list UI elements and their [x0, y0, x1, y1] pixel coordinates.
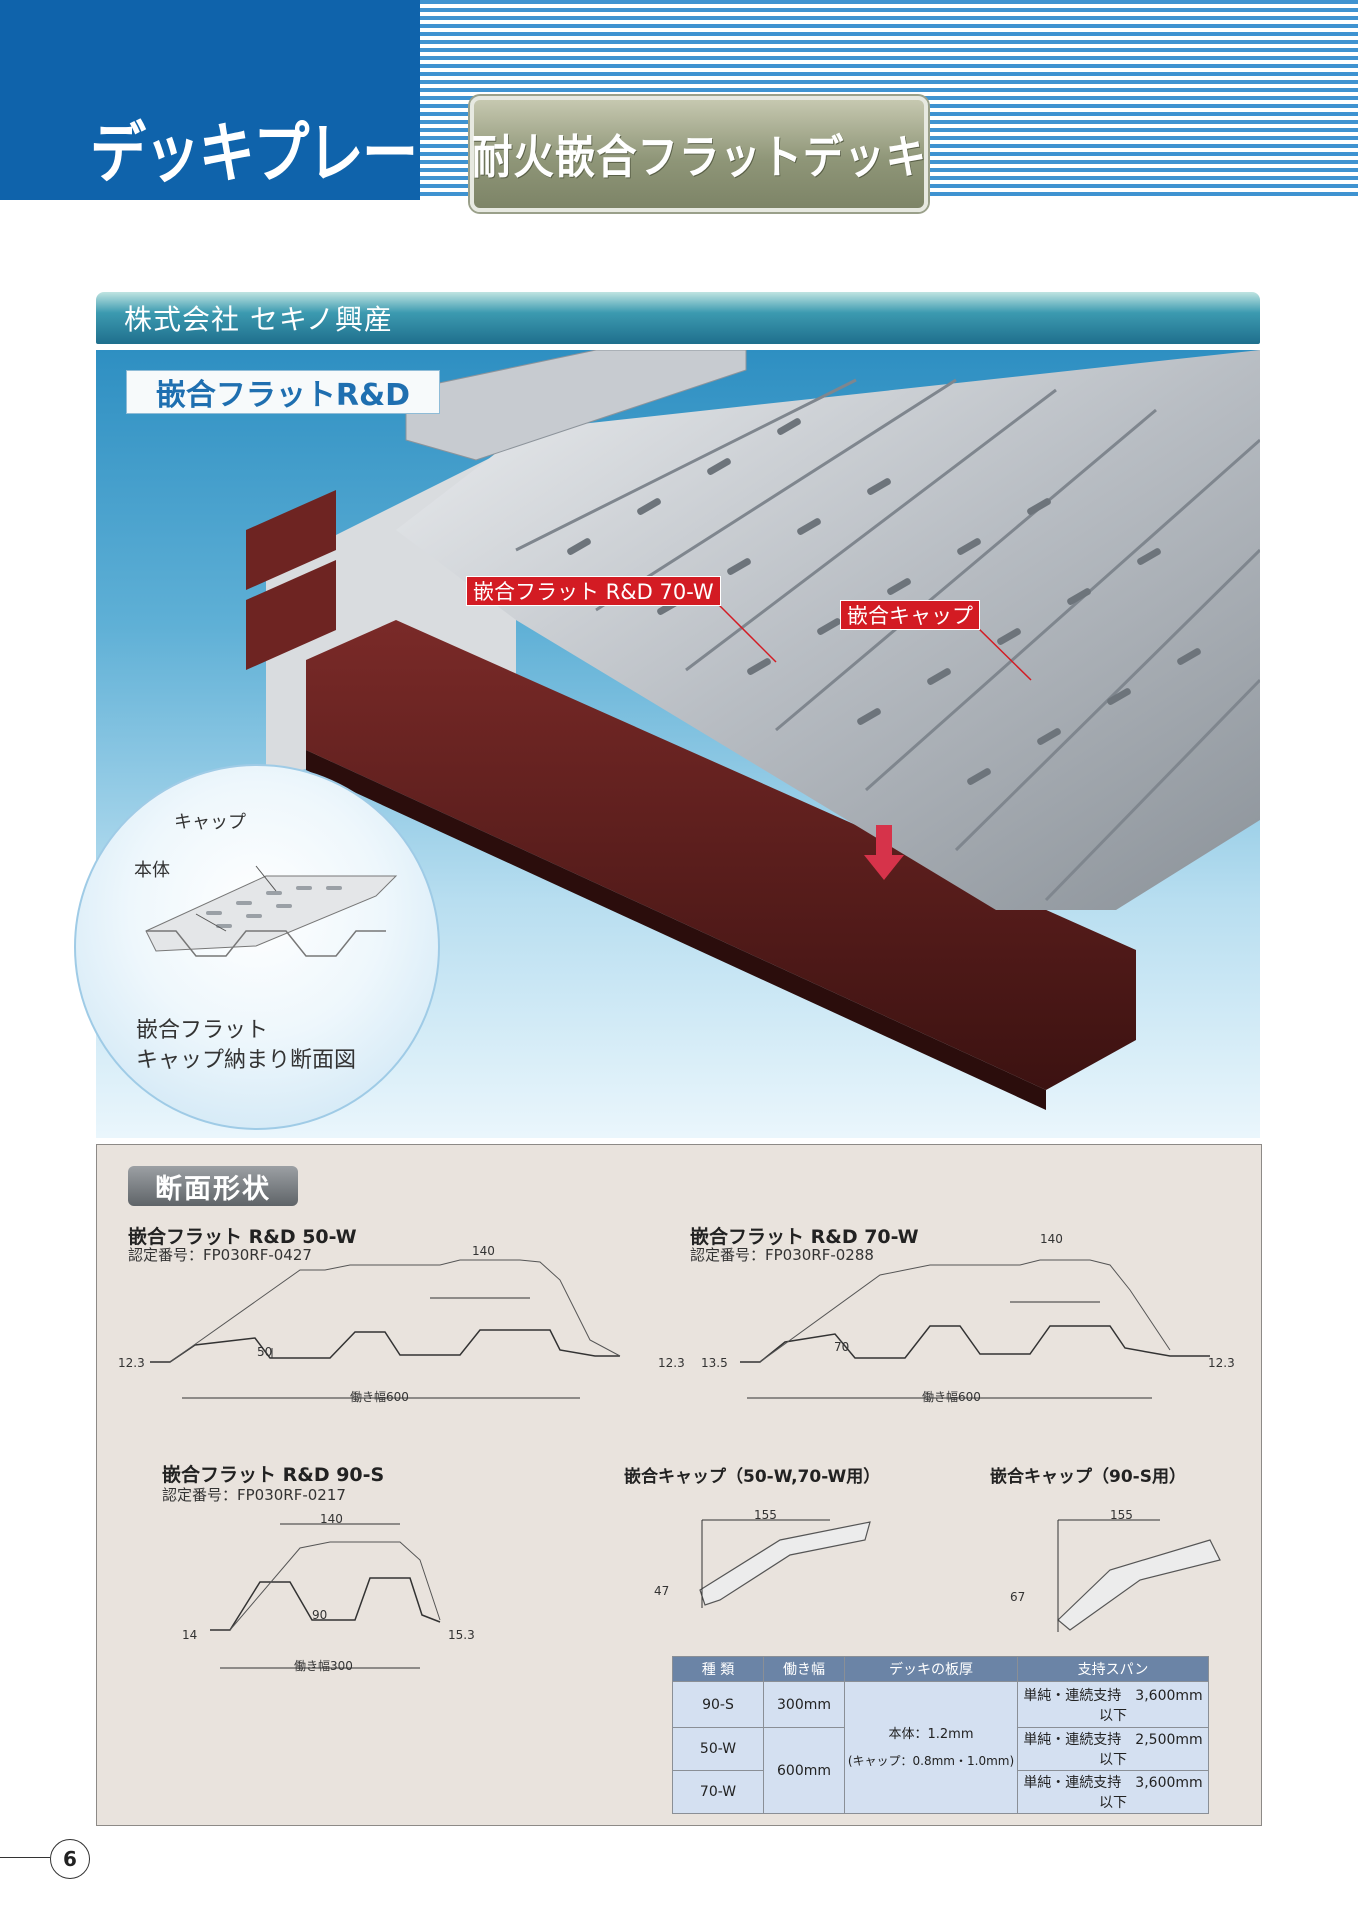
cap-title-90s: 嵌合キャップ（90-S用） — [990, 1467, 1186, 1487]
profile-code-50w: 認定番号：FP030RF-0427 — [128, 1246, 312, 1264]
profile-diagram-70w — [740, 1259, 1210, 1399]
spec-table: 種 類 働き幅 デッキの板厚 支持スパン 90-S 300mm 本体：1.2mm… — [672, 1656, 1209, 1814]
spec-cell-span: 単純・連続支持 2,500mm以下 — [1017, 1727, 1209, 1771]
inset-diagram — [145, 865, 398, 957]
cap-title-50w70w: 嵌合キャップ（50-W,70-W用） — [624, 1467, 881, 1487]
dim-90s-width: 働き幅300 — [294, 1659, 353, 1673]
cap1-height: 47 — [654, 1584, 670, 1598]
cap-diagram-90s — [1057, 1519, 1221, 1632]
dim-50w-depth: 50 — [257, 1345, 273, 1359]
steel-beam — [306, 620, 1136, 1090]
steel-beam-shadow — [306, 750, 1046, 1110]
table-row: 70-W 単純・連続支持 3,600mm以下 — [672, 1770, 1209, 1814]
spec-cell-type: 90-S — [672, 1681, 764, 1728]
spec-header-width: 働き幅 — [763, 1656, 845, 1682]
edge-beam-lower — [246, 560, 336, 670]
spec-cell-width: 600mm — [763, 1727, 845, 1814]
dim-90s-right: 15.3 — [448, 1628, 475, 1642]
inset-body-label: 本体 — [134, 860, 170, 881]
hero-label-text: 嵌合フラットR&D — [155, 378, 411, 413]
company-bar: 株式会社 セキノ興産 — [96, 292, 1260, 344]
profile-code-90s: 認定番号：FP030RF-0217 — [162, 1486, 346, 1504]
callout-deck: 嵌合フラット R&D 70-W — [466, 576, 721, 606]
hero-label: 嵌合フラットR&D — [126, 370, 440, 414]
dim-50w-top: 140 — [472, 1244, 495, 1258]
inset-cap-label: キャップ — [174, 812, 246, 833]
table-row: 90-S 300mm 本体：1.2mm (キャップ：0.8mm・1.0mm) 単… — [672, 1681, 1209, 1814]
spec-header-thickness: デッキの板厚 — [844, 1656, 1018, 1682]
spec-header-type: 種 類 — [672, 1656, 764, 1682]
dim-70w-left: 13.5 — [701, 1356, 728, 1370]
inset-caption-line1: 嵌合フラット — [136, 1018, 269, 1043]
dim-50w-width: 働き幅600 — [350, 1390, 409, 1404]
dim-90s-left: 14 — [182, 1628, 198, 1642]
spec-cell-span: 単純・連続支持 3,600mm以下 — [1017, 1770, 1209, 1814]
hero-illustration — [96, 350, 1260, 1138]
dim-50w-right: 12.3 — [658, 1356, 685, 1370]
cap2-height: 67 — [1010, 1590, 1026, 1604]
spec-cell-type: 50-W — [672, 1727, 764, 1771]
cap1-width: 155 — [754, 1508, 777, 1522]
callout-cap: 嵌合キャップ — [840, 600, 980, 630]
dim-70w-right: 12.3 — [1208, 1356, 1235, 1370]
spec-cell-thickness: 本体：1.2mm (キャップ：0.8mm・1.0mm) — [844, 1681, 1018, 1814]
thickness-main: 本体：1.2mm — [888, 1726, 974, 1742]
profile-code-70w: 認定番号：FP030RF-0288 — [690, 1246, 874, 1264]
insert-arrow — [864, 825, 904, 880]
profile-diagram-50w — [150, 1259, 621, 1399]
edge-channel — [405, 350, 747, 461]
profile-title-90s: 嵌合フラット R&D 90-S — [162, 1464, 385, 1486]
dim-90s-top: 140 — [320, 1512, 343, 1526]
spec-header-span: 支持スパン — [1017, 1656, 1209, 1682]
section-tag-label: 断面形状 — [155, 1173, 271, 1205]
callout-pointer-cap — [975, 625, 1032, 681]
profile-diagram-90s — [210, 1523, 441, 1669]
table-row: 50-W 600mm 単純・連続支持 2,500mm以下 — [672, 1727, 1209, 1814]
section-tag: 断面形状 — [128, 1166, 298, 1206]
inset-circle: キャップ 本体 嵌合フラット キャップ納まり断面図 — [74, 764, 440, 1130]
product-badge-label: 耐火嵌合フラットデッキ — [471, 130, 927, 184]
product-badge: 耐火嵌合フラットデッキ — [470, 96, 928, 212]
inset-caption-line2: キャップ納まり断面図 — [136, 1048, 357, 1073]
dim-70w-width: 働き幅600 — [922, 1390, 981, 1404]
deck-render — [246, 350, 1260, 1110]
dim-70w-top: 140 — [1040, 1232, 1063, 1246]
page-title: デッキプレート — [90, 115, 473, 192]
deck-slots — [567, 418, 1201, 785]
cap2-width: 155 — [1110, 1508, 1133, 1522]
edge-beam-upper — [246, 490, 336, 590]
profile-title-50w: 嵌合フラット R&D 50-W — [128, 1226, 357, 1248]
spec-cell-type: 70-W — [672, 1770, 764, 1814]
cap-diagram-50w70w — [699, 1519, 871, 1608]
thickness-cap: (キャップ：0.8mm・1.0mm) — [847, 1753, 1015, 1768]
spec-cell-width: 300mm — [763, 1681, 845, 1728]
header-band — [0, 0, 420, 200]
page-number: 6 — [50, 1839, 90, 1879]
page-number-rule — [0, 1857, 50, 1858]
spec-cell-span: 単純・連続支持 3,600mm以下 — [1017, 1681, 1209, 1728]
company-name: 株式会社 セキノ興産 — [124, 303, 393, 336]
dim-90s-depth: 90 — [312, 1608, 328, 1622]
dim-70w-depth: 70 — [834, 1340, 850, 1354]
dim-50w-left: 12.3 — [118, 1356, 145, 1370]
spec-header-row: 種 類 働き幅 デッキの板厚 支持スパン — [672, 1656, 1209, 1682]
callout-pointer-deck — [715, 601, 777, 663]
profile-title-70w: 嵌合フラット R&D 70-W — [690, 1226, 919, 1248]
